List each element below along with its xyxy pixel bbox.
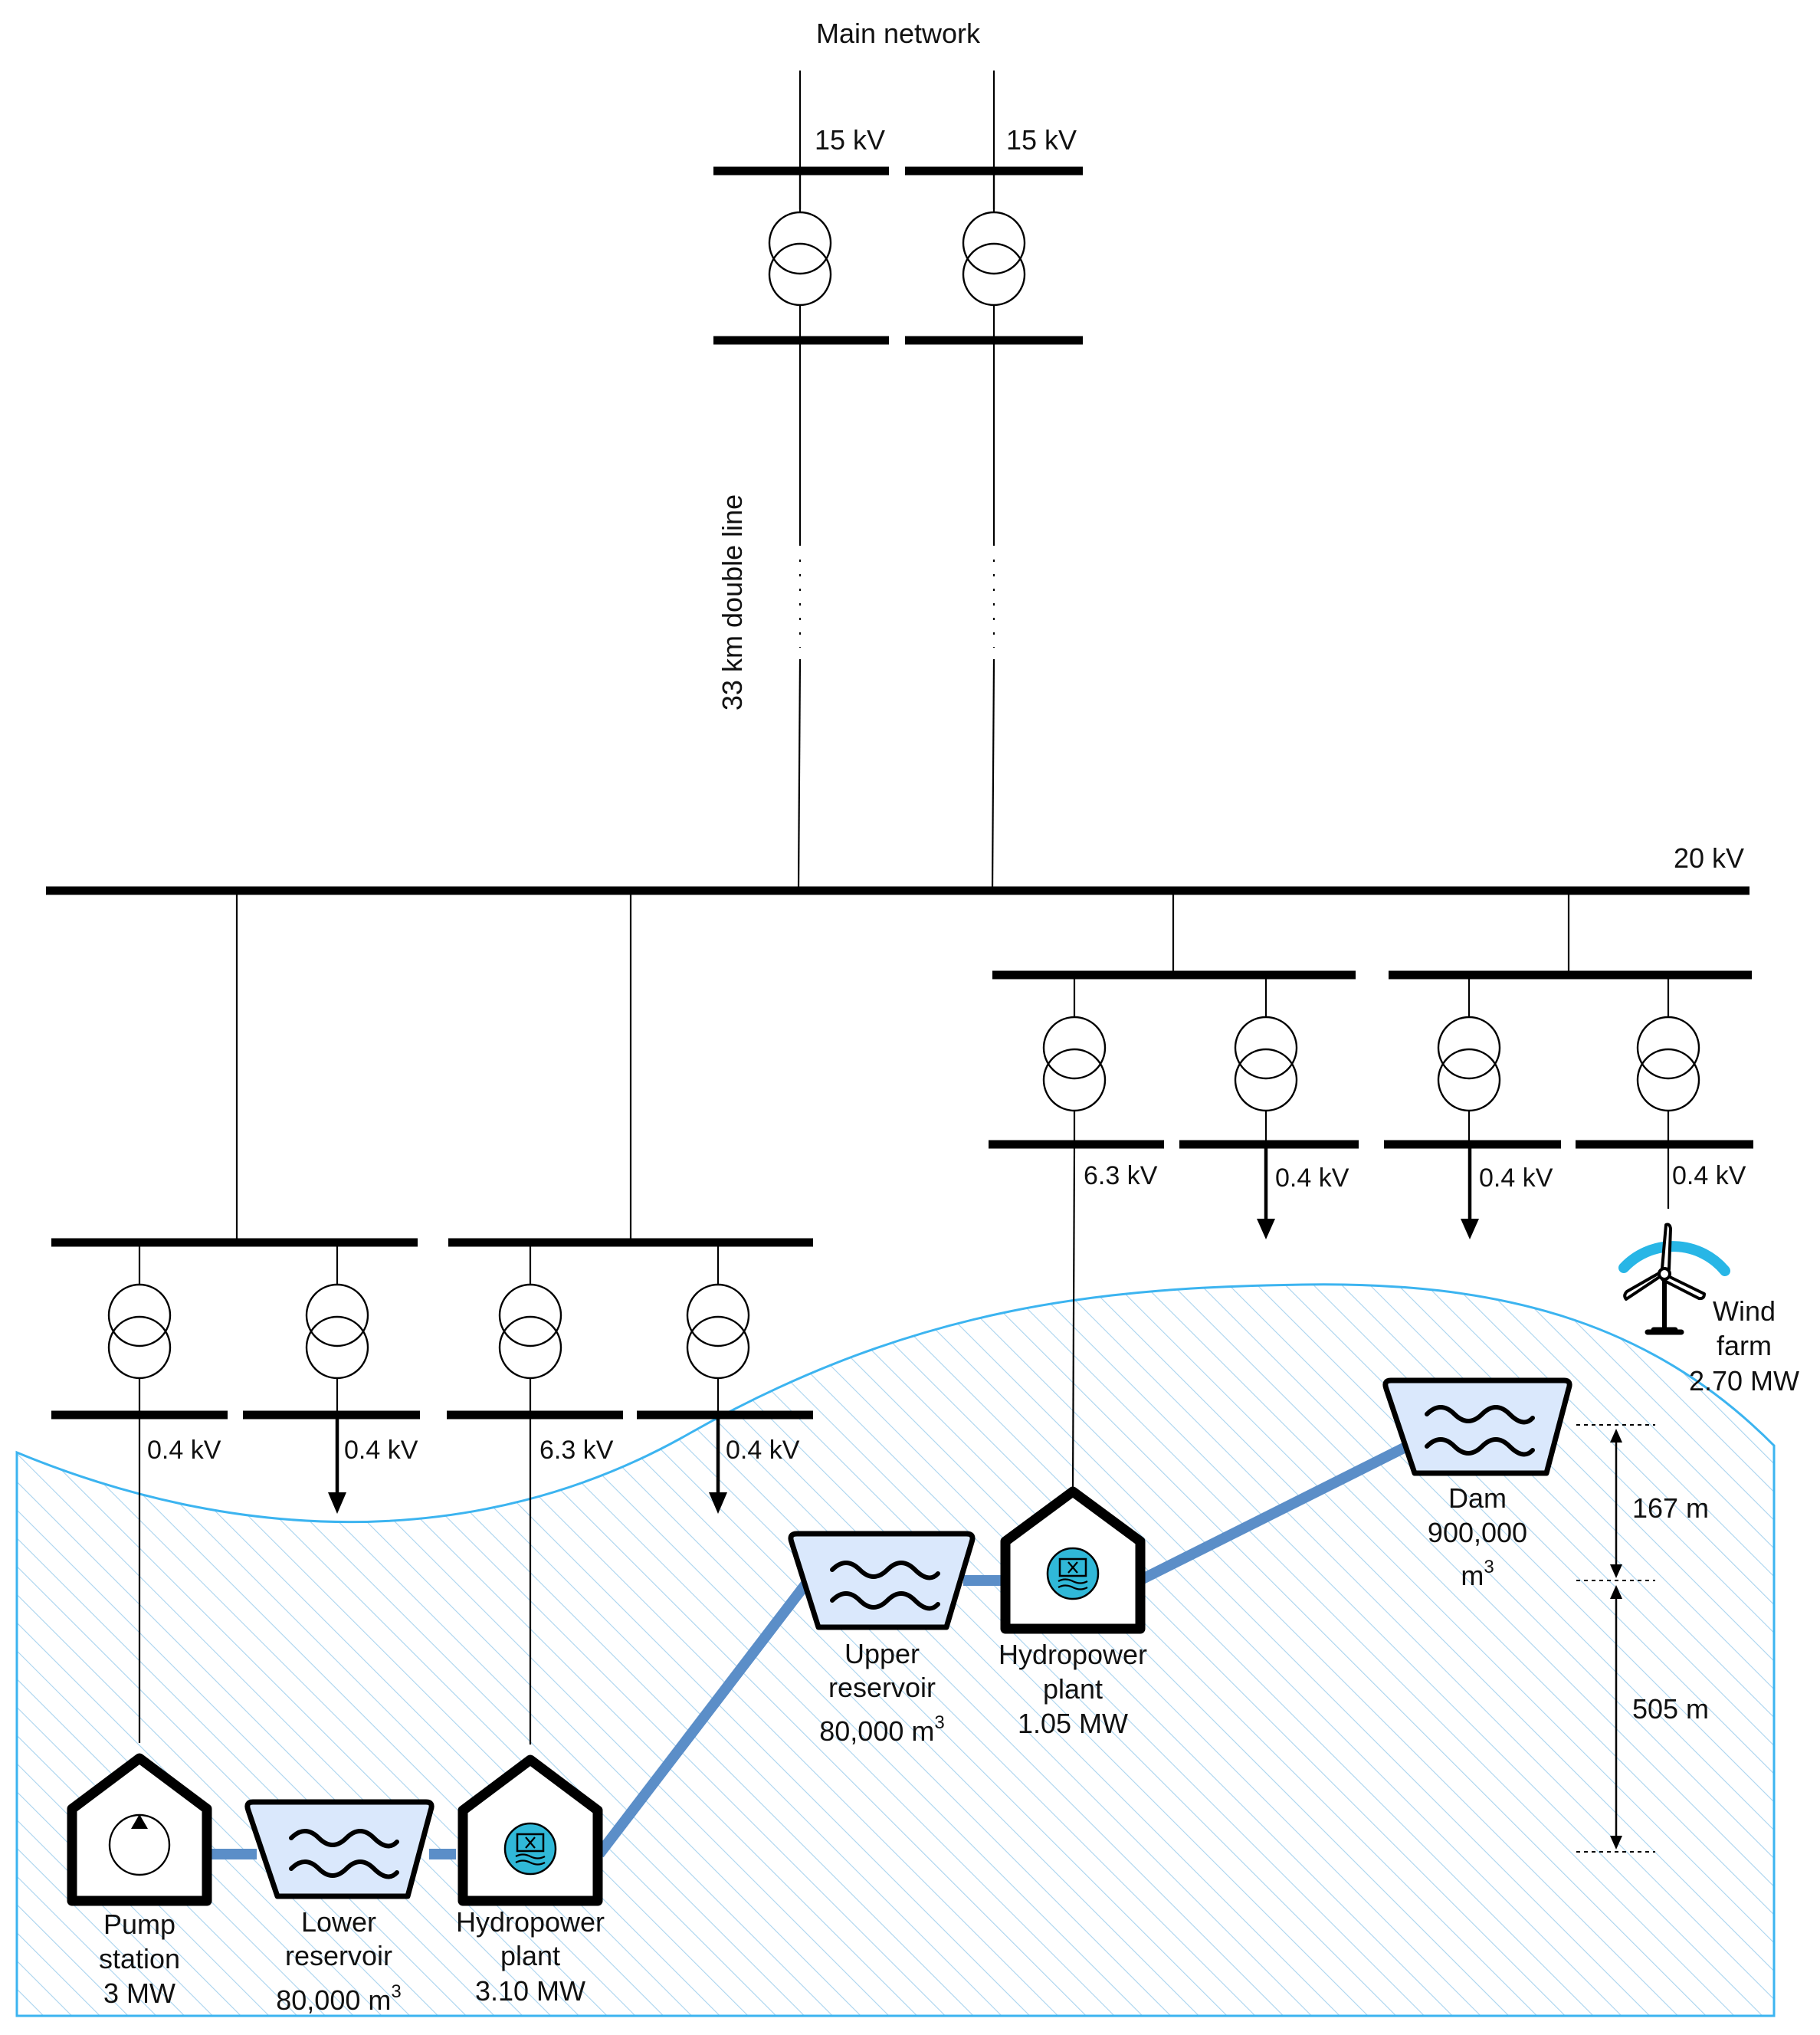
voltage-label: 0.4 kV bbox=[726, 1436, 800, 1465]
voltage-label: 0.4 kV bbox=[1275, 1164, 1349, 1193]
transformer-symbol bbox=[1234, 1016, 1298, 1112]
svg-text:80,000 m3: 80,000 m3 bbox=[819, 1712, 944, 1747]
turbine-icon bbox=[1046, 1547, 1100, 1600]
svg-text:Dam: Dam bbox=[1448, 1482, 1507, 1514]
lower-reservoir-label: Lower reservoir 80,000 m3 bbox=[276, 1906, 401, 2016]
voltage-20kv: 20 kV bbox=[1674, 842, 1744, 874]
transformer-symbol bbox=[1042, 1016, 1107, 1112]
svg-text:1.05 MW: 1.05 MW bbox=[1018, 1708, 1128, 1739]
transformer-symbol bbox=[1636, 1016, 1700, 1112]
svg-text:2.70 MW: 2.70 MW bbox=[1689, 1365, 1799, 1397]
svg-text:3.10 MW: 3.10 MW bbox=[475, 1975, 585, 2007]
svg-text:reservoir: reservoir bbox=[828, 1672, 936, 1703]
svg-text:reservoir: reservoir bbox=[285, 1940, 392, 1971]
load-arrow-icon bbox=[1257, 1144, 1275, 1239]
water-pipe bbox=[211, 1431, 1430, 1859]
hydropower-plant-lower-label: Hydropower plant 3.10 MW bbox=[456, 1906, 605, 2007]
voltage-15kv-right: 15 kV bbox=[1006, 124, 1077, 156]
height-505m-label: 505 m bbox=[1632, 1693, 1709, 1725]
dam-icon bbox=[1382, 1377, 1572, 1476]
lower-reservoir-icon bbox=[244, 1799, 435, 1899]
double-line-label: 33 km double line bbox=[717, 494, 748, 711]
transformer-symbol bbox=[107, 1283, 172, 1380]
svg-text:Pump: Pump bbox=[103, 1909, 175, 1940]
terrain-area bbox=[15, 1283, 1776, 2017]
voltage-label: 0.4 kV bbox=[1479, 1164, 1553, 1193]
main-network-label: Main network bbox=[816, 18, 981, 49]
height-167m-label: 167 m bbox=[1632, 1492, 1709, 1524]
svg-text:m3: m3 bbox=[1461, 1557, 1494, 1591]
wind-turbine-icon bbox=[1618, 1223, 1730, 1335]
svg-text:plant: plant bbox=[1043, 1673, 1103, 1705]
transformer-symbol bbox=[768, 211, 832, 307]
voltage-label: 0.4 kV bbox=[344, 1436, 418, 1465]
upper-reservoir-icon bbox=[788, 1531, 976, 1630]
svg-text:3 MW: 3 MW bbox=[103, 1978, 175, 2009]
upper-reservoir-label: Upper reservoir 80,000 m3 bbox=[819, 1638, 944, 1747]
hydropower-plant-upper-label: Hydropower plant 1.05 MW bbox=[999, 1639, 1147, 1739]
transformer-symbol bbox=[962, 211, 1026, 307]
svg-text:farm: farm bbox=[1717, 1330, 1772, 1361]
transformer-symbol bbox=[498, 1283, 562, 1380]
pump-station-icon bbox=[67, 1753, 212, 1906]
hydropower-plant-upper-icon bbox=[1000, 1486, 1146, 1634]
svg-text:Lower: Lower bbox=[301, 1906, 376, 1938]
svg-text:Hydropower: Hydropower bbox=[456, 1906, 605, 1938]
dam-label: Dam 900,000 m3 bbox=[1428, 1482, 1527, 1591]
svg-text:plant: plant bbox=[500, 1940, 560, 1971]
svg-text:Upper: Upper bbox=[844, 1638, 920, 1669]
height-dimension: 167 m 505 m bbox=[1576, 1424, 1709, 1853]
load-arrow-icon bbox=[709, 1415, 727, 1514]
load-arrow-icon bbox=[328, 1415, 346, 1514]
load-arrow-icon bbox=[1461, 1144, 1479, 1239]
svg-text:Hydropower: Hydropower bbox=[999, 1639, 1147, 1670]
pump-station-label: Pump station 3 MW bbox=[99, 1909, 180, 2009]
svg-text:80,000 m3: 80,000 m3 bbox=[276, 1981, 401, 2016]
voltage-label: 6.3 kV bbox=[1084, 1161, 1158, 1190]
svg-text:station: station bbox=[99, 1943, 180, 1974]
hydropower-plant-lower-icon bbox=[457, 1754, 603, 1906]
transformer-symbol bbox=[686, 1283, 750, 1380]
turbine-icon bbox=[503, 1822, 557, 1876]
svg-text:900,000: 900,000 bbox=[1428, 1517, 1527, 1548]
transformer-symbol bbox=[305, 1283, 369, 1380]
voltage-label: 0.4 kV bbox=[147, 1436, 221, 1465]
voltage-15kv-left: 15 kV bbox=[815, 124, 885, 156]
voltage-label: 0.4 kV bbox=[1672, 1161, 1746, 1190]
feeder-upper-hydropower bbox=[1071, 1144, 1076, 1489]
transformer-symbol bbox=[1437, 1016, 1501, 1112]
svg-text:Wind: Wind bbox=[1713, 1295, 1776, 1327]
voltage-label: 6.3 kV bbox=[539, 1436, 614, 1465]
wind-farm-label: Wind farm 2.70 MW bbox=[1689, 1295, 1799, 1397]
